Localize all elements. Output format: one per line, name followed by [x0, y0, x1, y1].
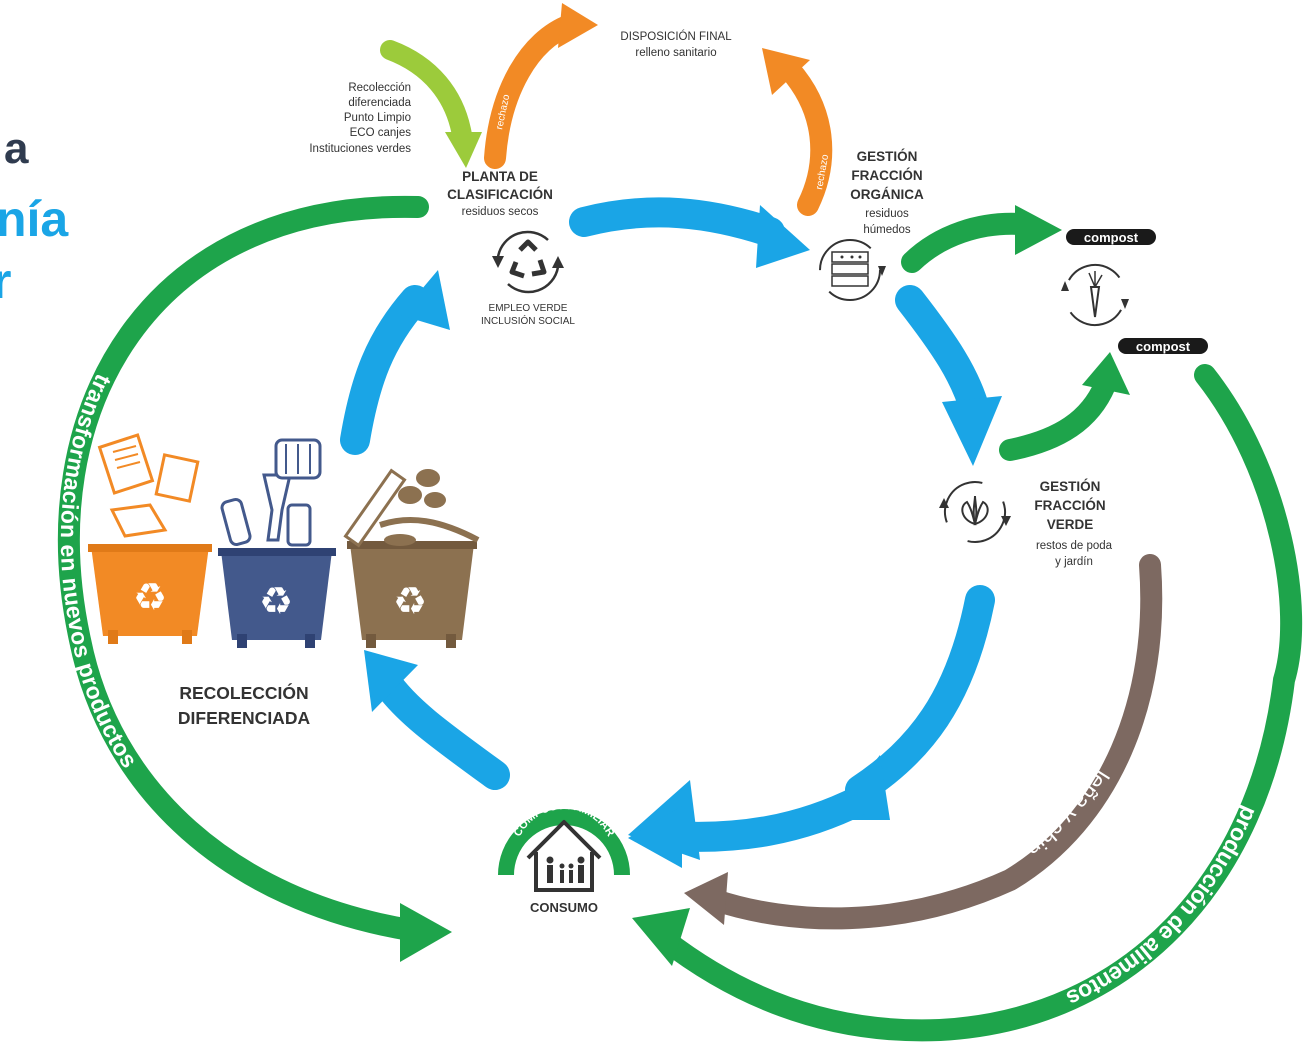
recycle-icon: ♻ [393, 581, 427, 623]
title-fragment-2: nía [0, 191, 69, 247]
svg-text:VERDE: VERDE [1047, 517, 1094, 532]
bin-organic: ♻ [343, 468, 480, 648]
house-family-icon [526, 820, 602, 892]
cycle-arrow-bottom-right [669, 786, 867, 852]
cycle-arrow-organic-to-green [895, 285, 990, 425]
collection-label: RECOLECCIÓN DIFERENCIADA [178, 682, 311, 728]
blue-cycle [340, 197, 995, 805]
svg-text:EMPLEO VERDE: EMPLEO VERDE [489, 303, 568, 314]
organic-label: GESTIÓN FRACCIÓN ORGÁNICA residuos húmed… [850, 149, 924, 236]
disposal-label: DISPOSICIÓN FINAL relleno sanitario [620, 30, 732, 59]
bin-dry-waste: ♻ [88, 433, 212, 644]
svg-text:ECO canjes: ECO canjes [350, 127, 412, 139]
title-fragment-3: r [0, 253, 12, 309]
svg-text:y jardín: y jardín [1055, 556, 1093, 568]
svg-text:Instituciones verdes: Instituciones verdes [309, 143, 411, 155]
svg-text:ORGÁNICA: ORGÁNICA [850, 187, 924, 202]
svg-text:relleno sanitario: relleno sanitario [635, 47, 716, 59]
svg-text:INCLUSIÓN SOCIAL: INCLUSIÓN SOCIAL [481, 314, 575, 327]
cycle-arrow-plant-to-organic [569, 197, 785, 247]
collection-sources: Recolección diferenciada Punto Limpio EC… [309, 82, 411, 155]
green-fraction-label: GESTIÓN FRACCIÓN VERDE restos de poda y … [1034, 479, 1112, 568]
carrot-sprout-icon [1061, 264, 1129, 326]
consumption-label: CONSUMO [530, 900, 598, 915]
compost-arrow-organic [901, 205, 1062, 273]
cycle-arrow-consumo-to-bins [370, 665, 510, 790]
svg-text:FRACCIÓN: FRACCIÓN [851, 168, 922, 183]
recycle-icon: ♻ [133, 577, 167, 619]
reject-arrow-organic: rechazo [762, 48, 833, 216]
compost-badge-2: compost [1118, 338, 1208, 354]
title-fragment-1: a [4, 124, 29, 173]
svg-text:DIFERENCIADA: DIFERENCIADA [178, 708, 311, 728]
compost-layers-icon [819, 239, 886, 301]
svg-text:FRACCIÓN: FRACCIÓN [1034, 498, 1105, 513]
reject-arrow-plant: rechazo [484, 3, 598, 169]
svg-text:Punto Limpio: Punto Limpio [344, 112, 411, 124]
svg-text:PLANTA DE: PLANTA DE [462, 169, 538, 184]
svg-text:diferenciada: diferenciada [348, 97, 411, 109]
svg-text:compost: compost [1084, 230, 1139, 245]
cycle-arrowhead-consumo [628, 806, 682, 868]
compost-badge-1: compost [1066, 229, 1156, 245]
bin-recyclables: ♻ [218, 438, 336, 648]
recycle-icon [492, 230, 564, 294]
consumption-hub: COMPOST FAMILIAR CONSUMO [498, 800, 630, 915]
leaf-icon [939, 481, 1011, 543]
svg-text:restos de poda: restos de poda [1036, 540, 1113, 552]
svg-text:compost: compost [1136, 339, 1191, 354]
compost-arrow-green [999, 352, 1130, 461]
cycle-arrow-bins-to-plant [340, 285, 430, 455]
arc-food-production-label: producción de alimentos [1063, 802, 1263, 1012]
svg-text:GESTIÓN: GESTIÓN [857, 149, 918, 164]
svg-text:residuos: residuos [865, 208, 909, 220]
svg-text:húmedos: húmedos [863, 224, 911, 236]
svg-text:residuos secos: residuos secos [462, 206, 539, 218]
svg-text:Recolección: Recolección [348, 82, 411, 94]
svg-text:DISPOSICIÓN FINAL: DISPOSICIÓN FINAL [620, 30, 732, 43]
arc-food-production: producción de alimentos [632, 364, 1303, 1042]
sorting-plant-label: PLANTA DE CLASIFICACIÓN residuos secos E… [447, 169, 575, 327]
svg-text:RECOLECCIÓN: RECOLECCIÓN [179, 682, 308, 703]
svg-text:CLASIFICACIÓN: CLASIFICACIÓN [447, 187, 553, 202]
collection-input-arrow [380, 40, 482, 168]
svg-text:GESTIÓN: GESTIÓN [1040, 479, 1101, 494]
recycle-icon: ♻ [259, 581, 293, 623]
